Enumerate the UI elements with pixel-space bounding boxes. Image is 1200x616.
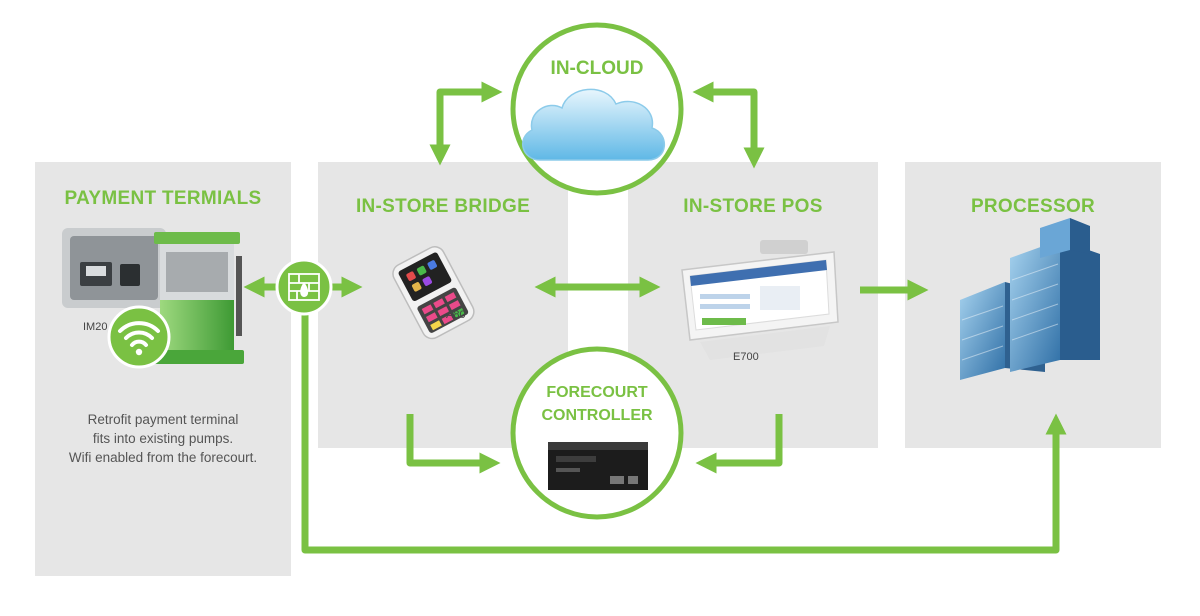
- cloud-circle: [510, 22, 684, 196]
- connector-cloud-bridge: [429, 81, 503, 166]
- e700-label: E700: [733, 351, 759, 363]
- payment-terminals-title: PAYMENT TERMIALS: [64, 188, 262, 209]
- connector-bridge-forecourt: [406, 414, 501, 474]
- pc-tower-icon: [548, 442, 648, 490]
- in-cloud-title: IN-CLOUD: [550, 58, 644, 79]
- cloud-icon: [522, 88, 666, 161]
- description-line-3: Wifi enabled from the forecourt.: [68, 450, 258, 465]
- payment-terminal-illustration: [62, 228, 244, 364]
- im20-label: IM20: [83, 321, 108, 333]
- connector-cloud-pos: [692, 81, 765, 169]
- forecourt-title-line1: FORECOURT: [546, 384, 648, 401]
- connector-pos-forecourt: [695, 414, 783, 474]
- office-building-icon: [960, 218, 1100, 380]
- processor-title: PROCESSOR: [970, 196, 1096, 217]
- in-store-bridge-title: IN-STORE BRIDGE: [355, 196, 531, 217]
- forecourt-title-line2: CONTROLLER: [541, 407, 653, 424]
- a80-label: A80: [446, 309, 466, 321]
- payment-terminals-description: Retrofit payment terminal fits into exis…: [40, 410, 286, 467]
- firewall-icon: [275, 258, 333, 316]
- a80-terminal-illustration: [392, 246, 475, 340]
- in-store-pos-title: IN-STORE POS: [683, 196, 823, 217]
- wifi-icon: [107, 305, 171, 369]
- e700-pos-illustration: [681, 240, 839, 360]
- connector-firewall-processor: [301, 314, 1067, 554]
- description-line-2: fits into existing pumps.: [92, 431, 234, 446]
- forecourt-circle: [510, 346, 684, 520]
- description-line-1: Retrofit payment terminal: [87, 412, 239, 427]
